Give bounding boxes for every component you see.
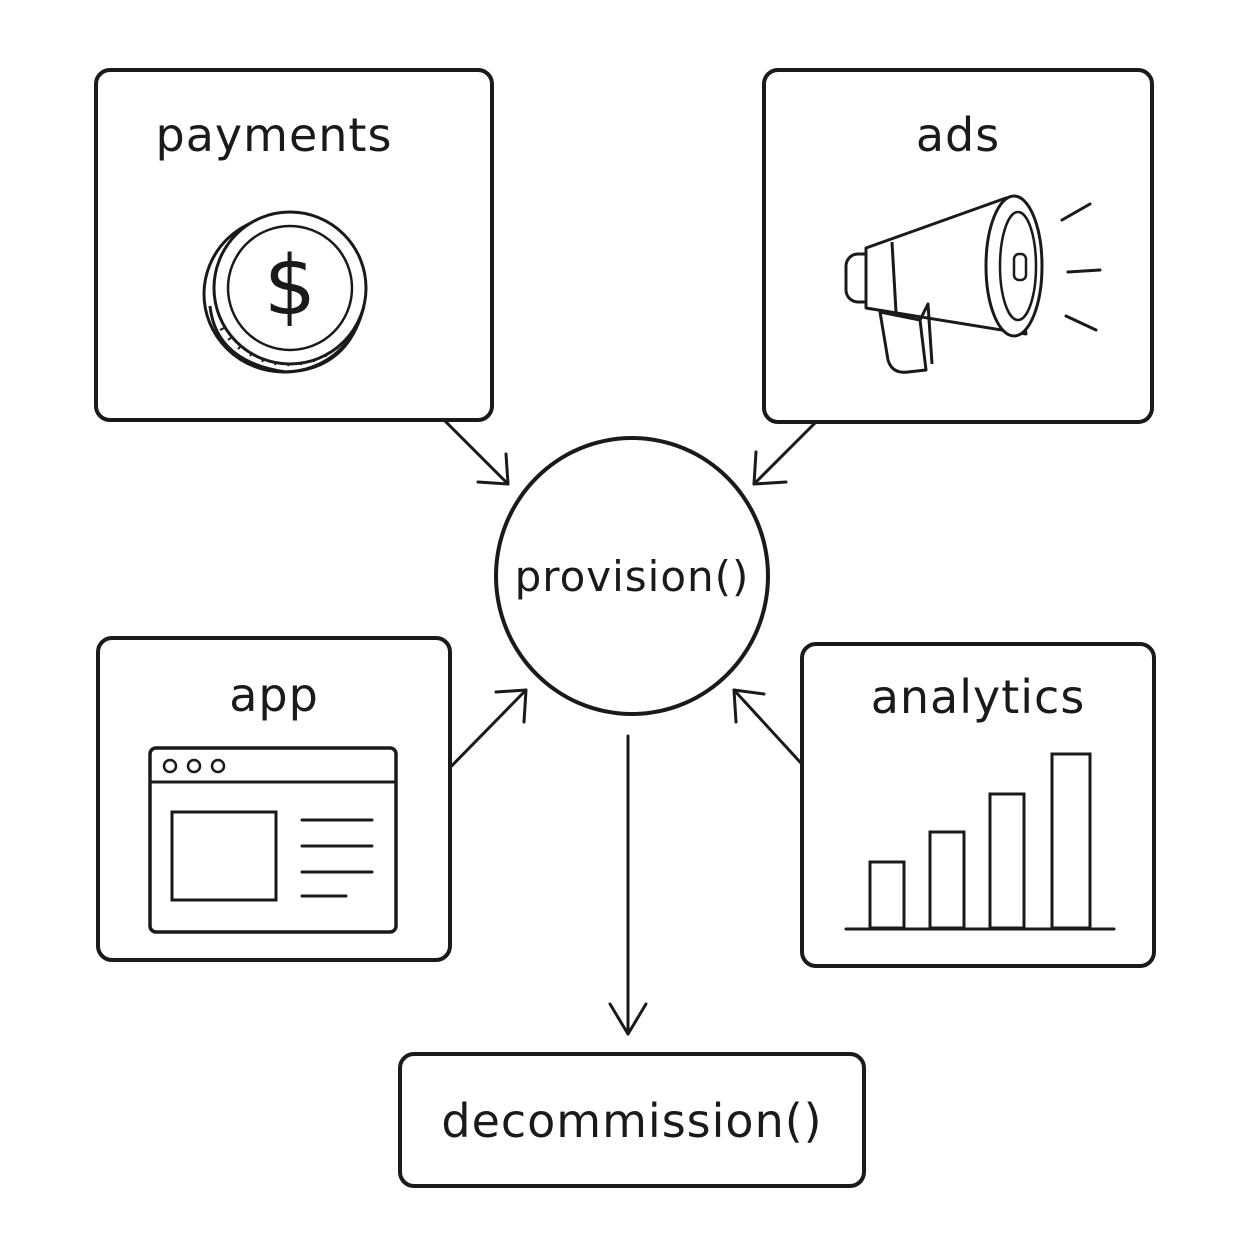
svg-text:$: $	[264, 239, 316, 334]
node-provision[interactable]: provision()	[494, 436, 770, 716]
node-ads[interactable]: ads	[762, 68, 1154, 424]
node-provision-label: provision()	[514, 551, 750, 601]
arrow-provision-to-decommission	[610, 736, 646, 1034]
node-payments[interactable]: payments $	[94, 68, 494, 422]
node-app[interactable]: app	[96, 636, 452, 962]
node-analytics[interactable]: analytics	[800, 642, 1156, 968]
megaphone-icon	[836, 184, 1116, 384]
bar-chart-icon	[842, 746, 1122, 936]
node-app-label: app	[229, 668, 319, 722]
node-decommission-label: decommission()	[441, 1094, 823, 1148]
node-decommission[interactable]: decommission()	[398, 1052, 866, 1188]
dollar-coin-icon: $	[198, 202, 378, 382]
node-ads-label: ads	[915, 108, 1001, 162]
node-analytics-label: analytics	[870, 670, 1086, 724]
node-payments-label: payments	[155, 108, 393, 162]
browser-window-icon	[146, 744, 402, 936]
